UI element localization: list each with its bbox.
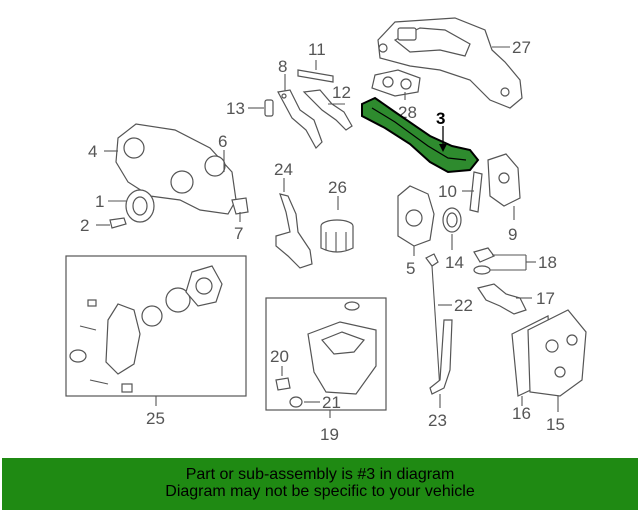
assembly-box-19 xyxy=(265,297,387,411)
assembly-box-25 xyxy=(65,255,247,397)
part-28-manifold-gasket[interactable] xyxy=(371,69,421,97)
banner-line-2: Diagram may not be specific to your vehi… xyxy=(165,483,475,500)
callout-8[interactable]: 8 xyxy=(278,57,287,76)
callout-17[interactable]: 17 xyxy=(536,289,555,308)
banner-line-1: Part or sub-assembly is #3 in diagram xyxy=(185,466,455,483)
callout-4[interactable]: 4 xyxy=(88,142,97,161)
callout-18[interactable]: 18 xyxy=(538,253,557,272)
part-25-oil-pump[interactable] xyxy=(69,265,223,393)
part-5-housing[interactable] xyxy=(397,185,435,247)
part-3-highlighted[interactable] xyxy=(361,96,480,174)
callout-11[interactable]: 11 xyxy=(308,40,326,59)
callout-10[interactable]: 10 xyxy=(438,182,457,201)
notice-banner: Part or sub-assembly is #3 in diagram Di… xyxy=(2,458,638,510)
callout-20[interactable]: 20 xyxy=(270,347,289,366)
callout-13[interactable]: 13 xyxy=(226,99,245,118)
callout-24[interactable]: 24 xyxy=(274,160,293,179)
callout-7[interactable]: 7 xyxy=(234,224,243,243)
callout-27[interactable]: 27 xyxy=(512,38,531,57)
callout-12[interactable]: 12 xyxy=(332,83,351,102)
callout-21[interactable]: 21 xyxy=(322,393,341,412)
part-13[interactable] xyxy=(264,99,274,117)
part-9-cover[interactable] xyxy=(487,153,521,207)
part-23-dipstick-tube[interactable] xyxy=(429,319,453,395)
callout-14[interactable]: 14 xyxy=(445,253,464,272)
part-22-dipstick[interactable] xyxy=(425,253,441,391)
callout-19[interactable]: 19 xyxy=(320,425,339,444)
part-27-intake-manifold[interactable] xyxy=(377,17,523,109)
callout-16[interactable]: 16 xyxy=(512,404,531,423)
part-11[interactable] xyxy=(297,69,334,83)
callout-1[interactable]: 1 xyxy=(95,192,104,211)
callout-26[interactable]: 26 xyxy=(328,178,347,197)
part-8-bracket[interactable] xyxy=(277,89,323,149)
part-2-bolt[interactable] xyxy=(109,217,127,229)
part-19-oil-pan[interactable] xyxy=(307,301,377,395)
callout-2[interactable]: 2 xyxy=(80,216,89,235)
part-21-washer[interactable] xyxy=(289,396,303,408)
part-24-oil-strainer[interactable] xyxy=(275,193,313,269)
part-12-bracket[interactable] xyxy=(302,89,353,131)
callout-5[interactable]: 5 xyxy=(406,259,415,278)
part-17-pipe[interactable] xyxy=(477,283,527,315)
part-7[interactable] xyxy=(231,197,249,215)
callout-15[interactable]: 15 xyxy=(546,415,565,434)
callout-3[interactable]: 3 xyxy=(436,109,445,128)
part-15-valve-cover[interactable] xyxy=(527,309,587,397)
callout-25[interactable]: 25 xyxy=(146,409,165,428)
part-1-pulley[interactable] xyxy=(125,189,155,223)
callout-22[interactable]: 22 xyxy=(454,296,473,315)
part-14-seal[interactable] xyxy=(442,207,462,233)
part-26-oil-filter[interactable] xyxy=(320,219,354,253)
parts-diagram: 27 28 3 11 8 12 13 4 xyxy=(65,17,587,444)
part-20-drain-plug[interactable] xyxy=(275,377,291,391)
callout-9[interactable]: 9 xyxy=(508,225,517,244)
part-10[interactable] xyxy=(469,171,483,213)
callout-23[interactable]: 23 xyxy=(428,411,447,430)
callout-6[interactable]: 6 xyxy=(218,132,227,151)
